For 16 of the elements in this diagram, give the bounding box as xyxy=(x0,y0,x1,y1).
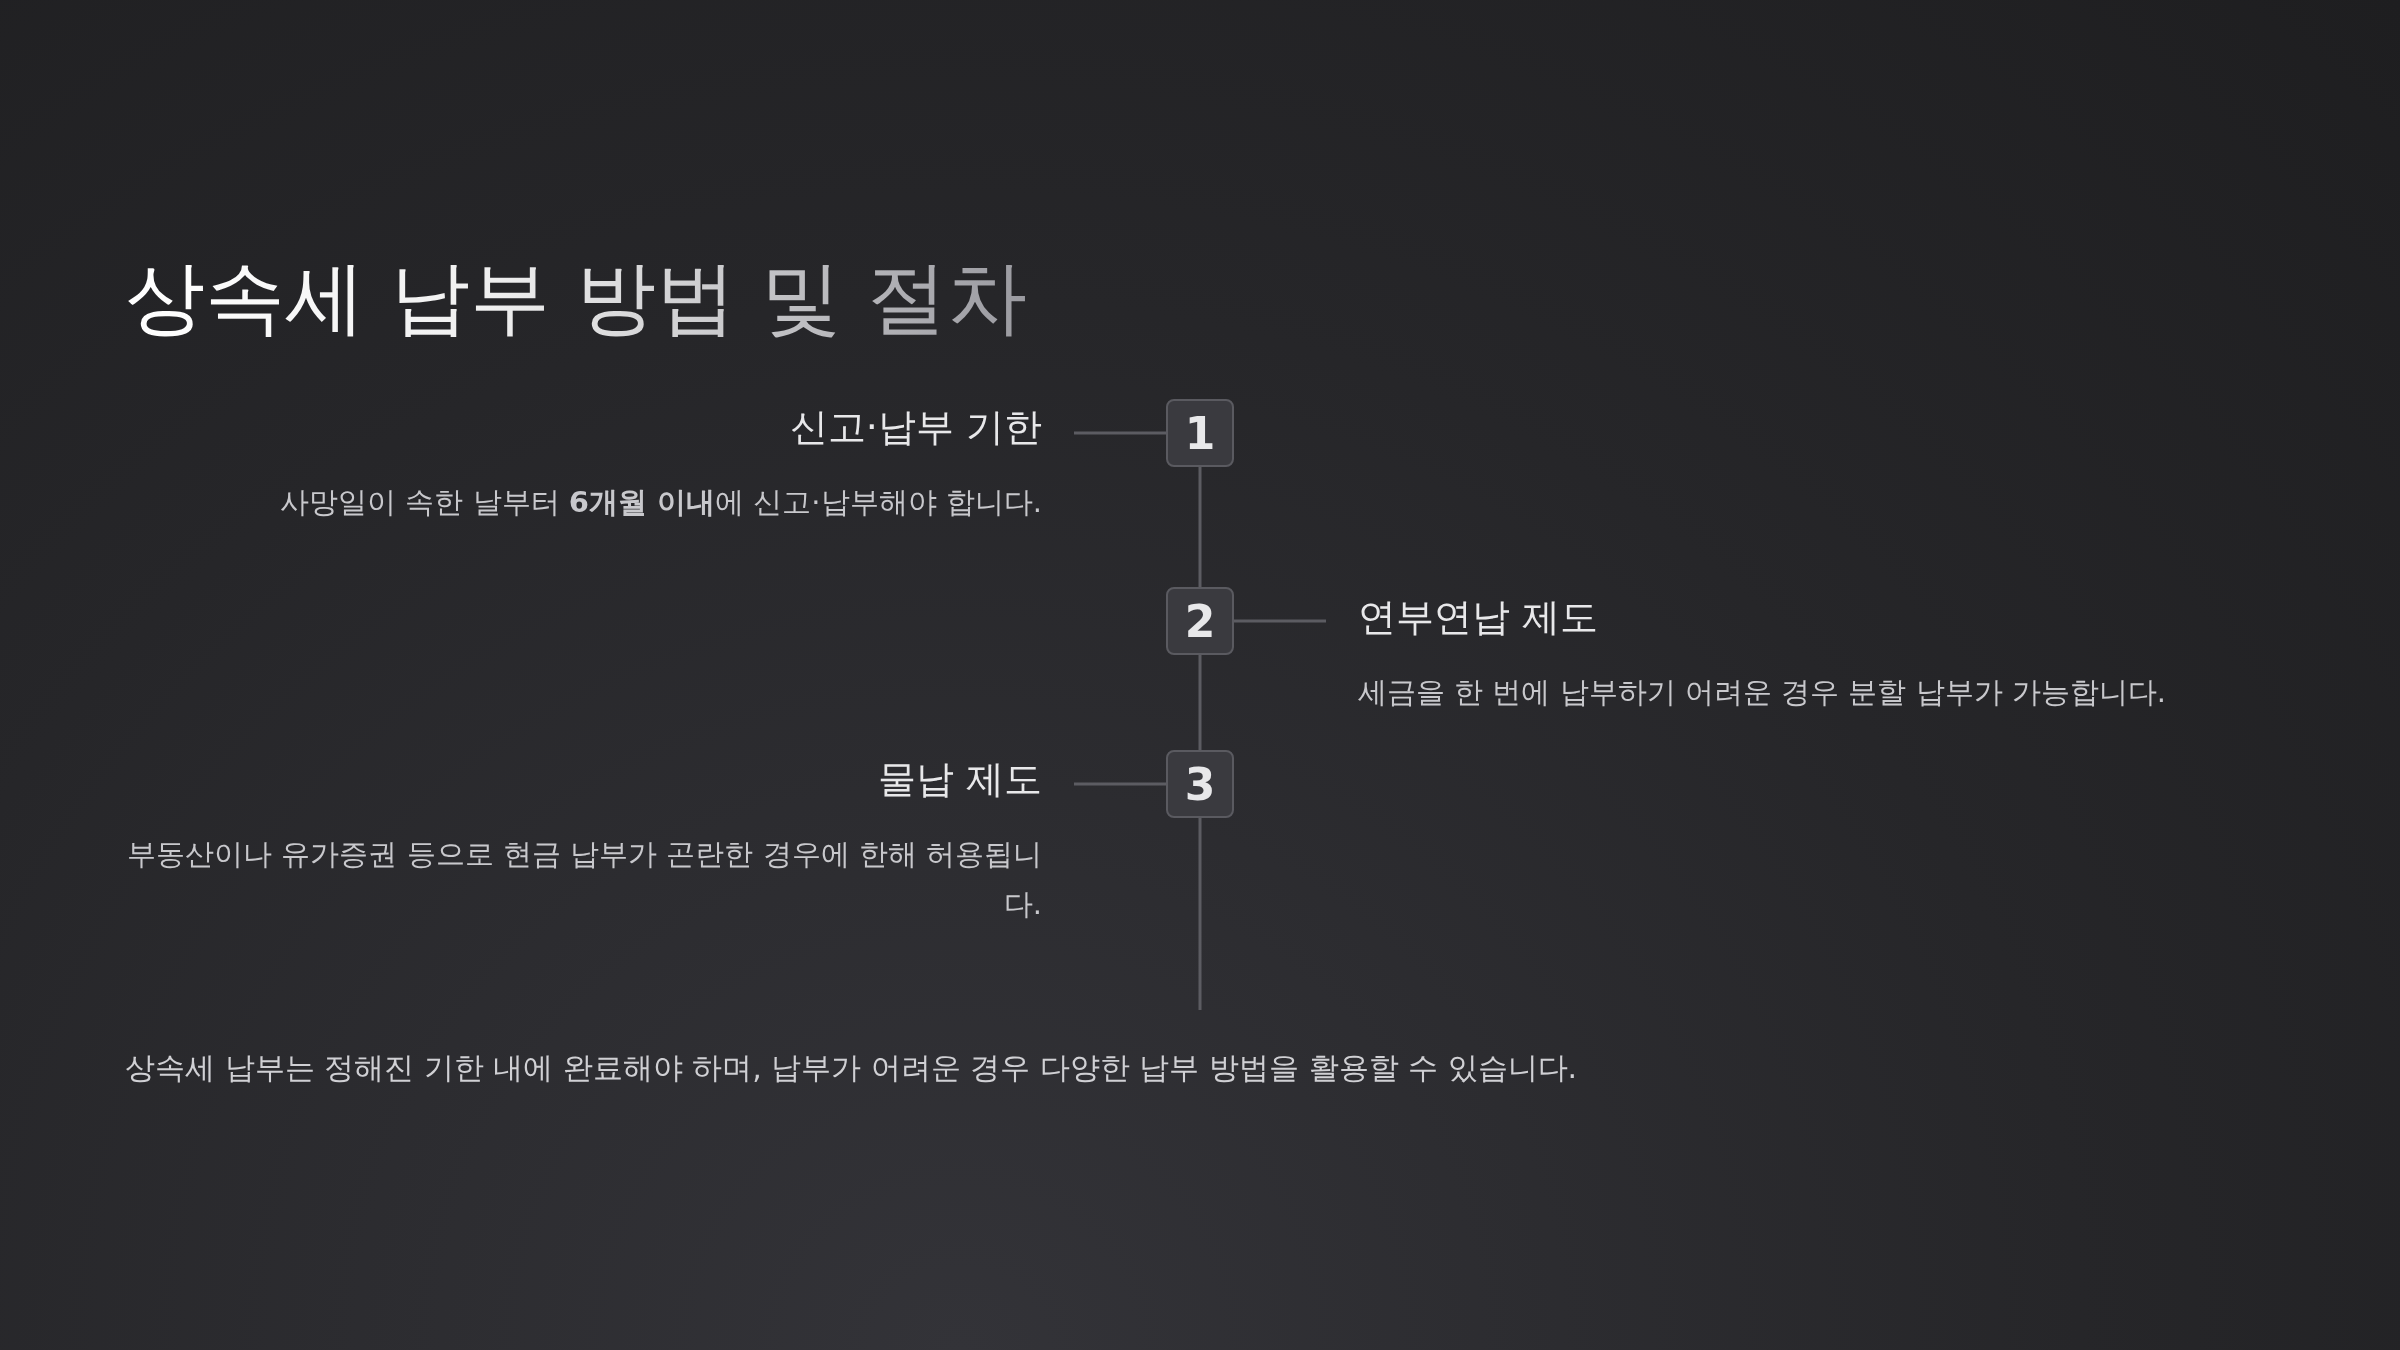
step-heading: 연부연납 제도 xyxy=(1358,594,1599,641)
step-number-box: 1 xyxy=(1166,399,1234,467)
connector-line xyxy=(1198,818,1202,1010)
connector-line xyxy=(1198,655,1202,750)
step-description: 부동산이나 유가증권 등으로 현금 납부가 곤란한 경우에 한해 허용됩니다. xyxy=(126,836,1042,923)
step-number-box: 3 xyxy=(1166,750,1234,818)
caption: 상속세 납부는 정해진 기한 내에 완료해야 하며, 납부가 어려운 경우 다양한 납부 방법을 활용할 수 있습니다. xyxy=(125,1049,1578,1087)
connector-line xyxy=(1198,467,1202,587)
step-description: 세금을 한 번에 납부하기 어려운 경우 분할 납부가 가능합니다. xyxy=(1358,674,2166,711)
step-heading: 물납 제도 xyxy=(877,756,1042,803)
connector-line xyxy=(1234,619,1326,623)
connector-line xyxy=(1074,431,1166,435)
step-number-box: 2 xyxy=(1166,587,1234,655)
step-description: 사망일이 속한 날부터 6개월 이내에 신고·납부해야 합니다. xyxy=(280,484,1042,521)
connector-line xyxy=(1074,782,1166,786)
step-heading: 신고·납부 기한 xyxy=(789,404,1042,451)
